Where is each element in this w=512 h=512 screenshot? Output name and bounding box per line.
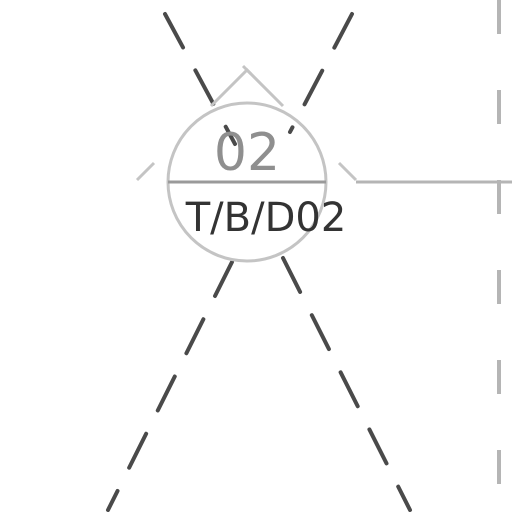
dashed-view-line-upper-left [163,12,237,146]
callout-number: 02 [214,123,280,183]
dashed-view-line-upper-right [288,12,354,134]
callout-sheet-reference: T/B/D02 [185,195,347,241]
callout-pointer-triangle [209,67,285,108]
dashed-view-line-lower-left [106,260,234,512]
callout-tick-left [135,161,156,182]
callout-pointer-tip [241,64,253,76]
dashed-view-line-lower-right [281,256,412,512]
callout-tick-right [337,161,358,182]
